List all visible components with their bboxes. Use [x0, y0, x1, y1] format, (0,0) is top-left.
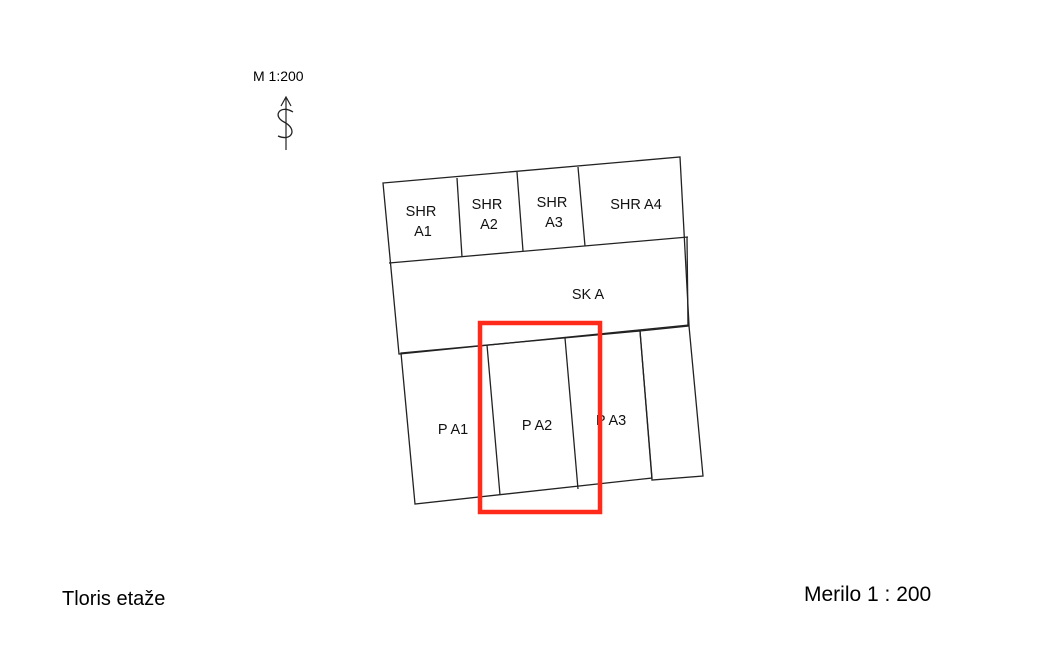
parking-block: [400, 325, 704, 505]
storage-block: [382, 156, 690, 355]
room-label-shr-a1: SHR A1: [406, 204, 441, 240]
room-label-p-a2: P A2: [522, 418, 552, 434]
drawing-title: Tloris etaže: [62, 588, 166, 610]
north-arrow-icon: [277, 95, 294, 150]
scale-label-bottom: Merilo 1 : 200: [804, 583, 932, 606]
room-label-shr-a4: SHR A4: [610, 197, 662, 213]
highlight-box-p-a2: [477, 320, 603, 515]
room-label-shr-a3: SHR A3: [537, 195, 572, 231]
room-label-p-a3: P A3: [596, 413, 626, 429]
room-label-sk-a: SK A: [572, 287, 605, 303]
scale-label-top: M 1:200: [253, 68, 304, 84]
room-label-shr-a2: SHR A2: [472, 197, 507, 233]
room-label-p-a1: P A1: [438, 422, 468, 438]
